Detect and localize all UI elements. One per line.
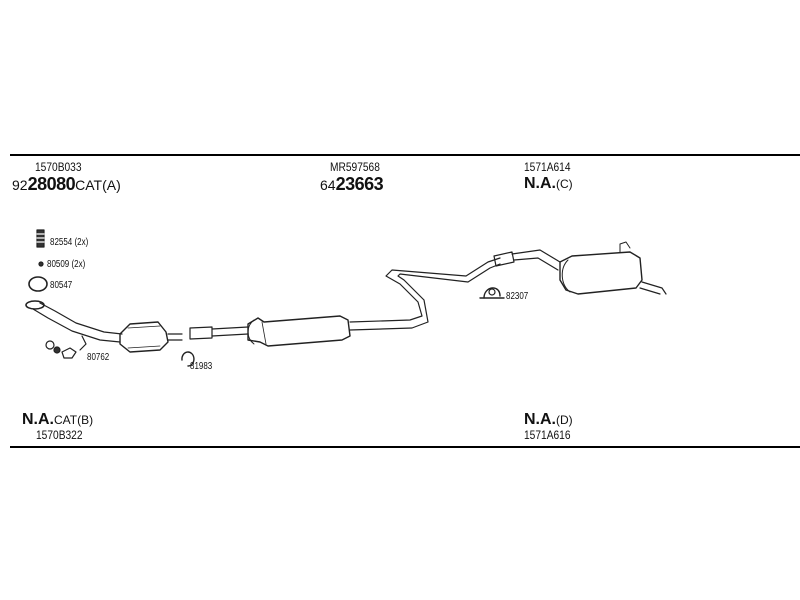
bolt-icon — [36, 229, 45, 248]
ref-prefix: 64 — [320, 177, 336, 193]
na-text: N.A. — [524, 175, 556, 192]
callout-80509: 80509 (2x) — [47, 259, 86, 270]
ref-number-front-pipe: 9228080CAT(A) — [12, 174, 121, 195]
top-rule — [10, 154, 800, 156]
middle-silencer — [247, 315, 351, 347]
na-suffix: (C) — [556, 177, 573, 191]
ref-main: 23663 — [335, 174, 384, 194]
gasket-ring-icon — [28, 276, 48, 292]
front-pipe — [25, 300, 123, 343]
intermediate-pipe — [189, 326, 249, 340]
nut-icon — [38, 261, 44, 267]
part-number-1570B322: 1570B322 — [36, 428, 83, 442]
over-axle-pipe — [349, 257, 501, 331]
rubber-hanger-icon — [479, 287, 505, 299]
catalytic-converter — [119, 321, 183, 353]
hanger-bracket-icon — [45, 335, 87, 359]
bottom-rule — [10, 446, 800, 448]
callout-81983: 81983 — [190, 361, 213, 372]
part-number-MR597568: MR597568 — [330, 160, 380, 174]
ref-prefix: 92 — [12, 177, 28, 193]
na-label-C: N.A.(C) — [524, 175, 573, 193]
callout-80547: 80547 — [50, 280, 73, 291]
na-label-D: N.A.(D) — [524, 411, 573, 429]
ref-suffix: CAT(A) — [75, 177, 121, 193]
na-suffix: CAT(B) — [54, 413, 94, 427]
na-label-B: N.A.CAT(B) — [22, 411, 93, 429]
callout-80762: 80762 — [87, 352, 110, 363]
callout-82554: 82554 (2x) — [50, 237, 89, 248]
na-text: N.A. — [22, 411, 54, 428]
ref-number-middle-silencer: 6423663 — [320, 174, 384, 195]
part-number-1571A616: 1571A616 — [524, 428, 571, 442]
part-number-1570B033: 1570B033 — [35, 160, 82, 174]
rear-pipe-joint — [493, 249, 561, 271]
rear-silencer — [559, 241, 667, 295]
na-suffix: (D) — [556, 413, 573, 427]
part-number-1571A614: 1571A614 — [524, 160, 571, 174]
callout-82307: 82307 — [506, 291, 529, 302]
na-text: N.A. — [524, 411, 556, 428]
clamp-ring-icon — [181, 351, 195, 367]
ref-main: 28080 — [27, 174, 76, 194]
